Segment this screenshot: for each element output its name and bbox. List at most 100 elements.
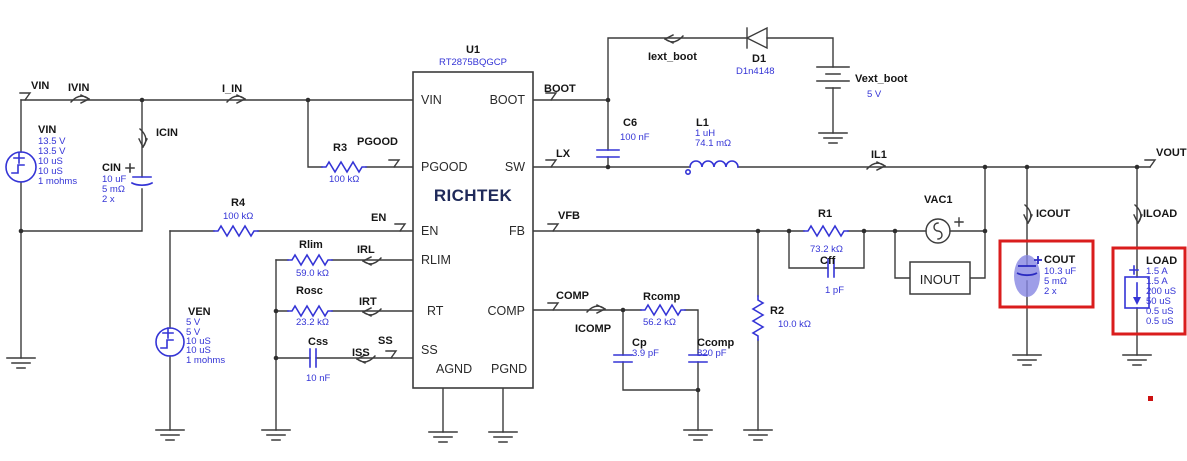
i-in-probe-arrow[interactable] — [226, 94, 246, 104]
vin-source-v4: 10 uS — [38, 166, 63, 177]
c6-plates[interactable] — [596, 149, 620, 158]
cin-v1: 10 uF — [102, 174, 126, 185]
r2-zigzag[interactable] — [752, 295, 764, 341]
ven-source-step — [160, 339, 174, 349]
l1-inductor[interactable]: L1 1 uH 74.1 mΩ — [684, 117, 739, 176]
r2-name: R2 — [770, 305, 784, 317]
rosc-resistor[interactable]: Rosc 23.2 kΩ — [287, 285, 333, 328]
junction — [305, 97, 311, 103]
r4-zigzag[interactable] — [213, 225, 259, 237]
ven-source-body[interactable] — [155, 327, 185, 357]
ven-source-v4: 10 uS — [186, 345, 211, 356]
gnd-vin[interactable] — [6, 357, 36, 369]
css-plates[interactable] — [309, 348, 317, 368]
load-v1: 1.5 A — [1146, 266, 1168, 277]
c6-capacitor[interactable]: C6 100 nF — [596, 117, 650, 158]
irt-label: IRT — [359, 296, 377, 308]
gnd-cout[interactable] — [1012, 354, 1042, 366]
ccomp-plates[interactable] — [688, 354, 708, 363]
pgood-net-label: PGOOD — [357, 136, 398, 148]
vin-source[interactable]: VIN 13.5 V 13.5 V 10 uS 10 uS 1 mohms — [5, 124, 77, 187]
lx-net-flag[interactable] — [545, 159, 557, 168]
cout-v1: 10.3 uF — [1044, 266, 1076, 277]
cout-name: COUT — [1044, 254, 1075, 266]
cp-capacitor[interactable]: Cp 3.9 pF — [613, 337, 659, 363]
d1-diode[interactable]: D1 D1n4148 — [736, 26, 775, 77]
comp-net-flag[interactable] — [547, 302, 559, 311]
i-in-label: I_IN — [222, 83, 242, 95]
icin-label: ICIN — [156, 127, 178, 139]
rcomp-resistor[interactable]: Rcomp 56.2 kΩ — [640, 291, 686, 328]
vext-boot-battery[interactable]: Vext_boot 5 V — [816, 66, 908, 100]
r1-resistor[interactable]: R1 73.2 kΩ — [803, 208, 849, 255]
wire-comp-network — [532, 309, 699, 431]
irl-probe-arrow[interactable] — [362, 256, 382, 266]
l1-coils[interactable] — [689, 160, 739, 168]
ven-source-plus — [162, 327, 174, 339]
vext-boot-plates[interactable] — [816, 66, 850, 89]
vin-net-flag[interactable] — [19, 92, 31, 101]
il1-probe-arrow[interactable] — [866, 161, 886, 171]
rcomp-zigzag[interactable] — [640, 304, 686, 316]
gnd-left-rail[interactable] — [261, 429, 291, 441]
cout-capacitor[interactable]: COUT 10.3 uF 5 mΩ 2 x — [1014, 254, 1076, 297]
rosc-value: 23.2 kΩ — [296, 317, 329, 328]
u1-body[interactable] — [412, 71, 534, 389]
gnd-r2[interactable] — [743, 429, 773, 441]
cp-plates[interactable] — [613, 354, 633, 363]
gnd-comp[interactable] — [683, 429, 713, 441]
ccomp-capacitor[interactable]: Ccomp 820 pF — [688, 337, 735, 363]
ground-symbols[interactable] — [6, 132, 1152, 443]
iext-boot-label: Iext_boot — [648, 51, 697, 63]
load-current-source[interactable]: LOAD 1.5 A 1.5 A 200 uS 50 uS 0.5 uS 0.5… — [1124, 255, 1177, 327]
r3-resistor[interactable]: R3 100 kΩ — [321, 142, 367, 185]
iext-boot-probe-arrow[interactable] — [664, 34, 684, 44]
net-flags[interactable]: VIN BOOT LX VFB COMP PGOOD EN SS VOUT — [19, 80, 1187, 359]
r1-zigzag[interactable] — [803, 225, 849, 237]
irt-probe-arrow[interactable] — [362, 307, 382, 317]
r4-resistor[interactable]: R4 100 kΩ — [213, 197, 259, 237]
rlim-zigzag[interactable] — [287, 254, 333, 266]
vfb-net-flag[interactable] — [547, 223, 559, 232]
vac1-source[interactable]: VAC1 — [924, 194, 964, 244]
vout-net-flag[interactable] — [1144, 159, 1156, 168]
css-capacitor[interactable]: Css 10 nF — [306, 336, 330, 384]
icout-probe-arrow[interactable] — [1023, 204, 1033, 224]
load-box[interactable] — [1124, 276, 1150, 309]
vac1-body[interactable] — [925, 218, 951, 244]
gnd-load[interactable] — [1122, 354, 1152, 366]
cff-name: Cff — [820, 255, 836, 267]
u1-ic[interactable]: U1 RT2875BQGCP RICHTEK VIN PGOOD EN RLIM… — [412, 44, 534, 389]
css-name: Css — [308, 336, 328, 348]
cff-plates[interactable] — [827, 258, 835, 278]
cff-capacitor[interactable]: Cff 1 pF — [820, 255, 844, 296]
gnd-pgnd[interactable] — [488, 431, 518, 443]
gnd-vext-boot[interactable] — [818, 132, 848, 144]
r2-value: 10.0 kΩ — [778, 319, 811, 330]
inout-probe-box[interactable]: INOUT — [909, 261, 971, 295]
icomp-probe-arrow[interactable] — [586, 304, 606, 314]
rlim-resistor[interactable]: Rlim 59.0 kΩ — [287, 239, 333, 279]
ivin-probe-arrow[interactable] — [70, 94, 90, 104]
current-probes[interactable]: IVIN ICIN I_IN Iext_boot IL1 ICOUT ILOAD… — [68, 34, 1177, 364]
ccomp-name: Ccomp — [697, 337, 735, 349]
gnd-ven[interactable] — [155, 429, 185, 441]
inout-box[interactable] — [909, 261, 971, 295]
icin-probe-arrow[interactable] — [138, 128, 148, 148]
pgood-net-flag[interactable] — [388, 159, 400, 168]
cin-capacitor[interactable]: CIN 10 uF 5 mΩ 2 x — [102, 162, 154, 205]
ven-source[interactable]: VEN 5 V 5 V 10 uS 10 uS 1 mohms — [155, 306, 225, 366]
r2-resistor[interactable]: R2 10.0 kΩ — [752, 295, 811, 341]
pin-fb: FB — [509, 224, 525, 238]
r3-zigzag[interactable] — [321, 161, 367, 173]
d1-triangle[interactable] — [745, 26, 768, 50]
gnd-agnd[interactable] — [428, 431, 458, 443]
rosc-zigzag[interactable] — [287, 305, 333, 317]
iload-probe-arrow[interactable] — [1133, 204, 1143, 224]
ss-net-flag[interactable] — [385, 350, 397, 359]
vin-source-body[interactable] — [5, 151, 37, 183]
icomp-label: ICOMP — [575, 323, 611, 335]
en-net-flag[interactable] — [394, 223, 406, 232]
ven-source-v2: 5 V — [186, 327, 201, 338]
cin-curved-plate — [130, 181, 154, 186]
